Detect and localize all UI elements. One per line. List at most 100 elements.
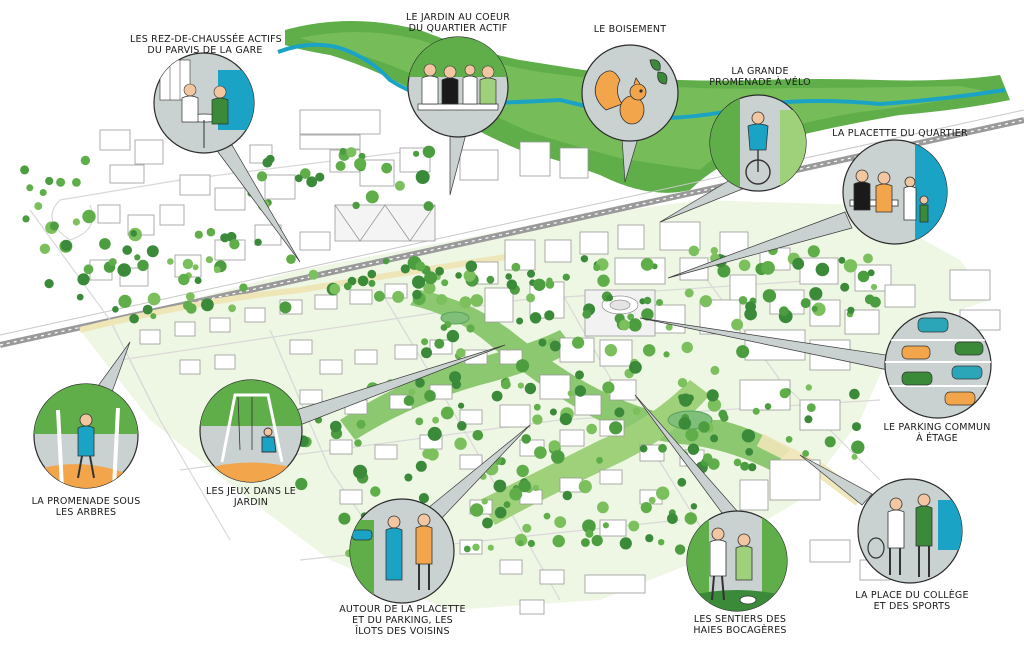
tree-mark	[392, 290, 405, 303]
tree-mark	[421, 338, 429, 346]
label-gare-line2: DU PARVIS DE LA GARE	[147, 45, 263, 56]
tree-mark	[517, 382, 525, 389]
tree-mark	[867, 269, 875, 277]
tree-mark	[182, 258, 194, 270]
callout-pointers	[97, 133, 889, 521]
tree-mark	[824, 436, 836, 448]
tree-mark	[423, 201, 434, 212]
tree-mark	[482, 517, 493, 529]
tree-mark	[863, 253, 873, 264]
tree-mark	[804, 415, 813, 424]
tree-mark	[545, 280, 555, 289]
tree-mark	[500, 379, 511, 390]
tree-mark	[516, 464, 529, 478]
tree-mark	[308, 269, 318, 279]
tree-mark	[684, 288, 694, 298]
tree-mark	[142, 304, 153, 315]
tree-mark	[206, 227, 216, 237]
tree-mark	[685, 428, 699, 442]
tree-mark	[415, 460, 427, 472]
tree-mark	[99, 238, 111, 250]
tree-mark	[330, 420, 342, 433]
tree-mark	[687, 443, 700, 455]
tree-mark	[551, 450, 565, 464]
tree-mark	[353, 464, 368, 479]
tree-mark	[415, 261, 426, 272]
tree-mark	[147, 292, 161, 306]
tree-mark	[604, 344, 618, 357]
tree-mark	[491, 390, 503, 402]
tree-mark	[108, 258, 117, 266]
label-ilots-line2: ET DU PARKING, LES	[352, 615, 453, 626]
tree-scatter	[20, 145, 881, 563]
label-arbres-line2: LES ARBRES	[55, 507, 117, 518]
tree-mark	[415, 170, 430, 184]
tree-mark	[486, 275, 495, 284]
tree-mark	[213, 266, 221, 274]
tree-mark	[137, 259, 149, 272]
tree-mark	[194, 230, 203, 239]
tree-mark	[167, 258, 174, 265]
car-icon	[885, 317, 991, 406]
tree-mark	[456, 348, 466, 358]
tree-mark	[446, 329, 460, 343]
tree-mark	[741, 429, 756, 443]
tree-mark	[354, 439, 362, 447]
tree-mark	[552, 534, 565, 548]
tree-mark	[286, 254, 296, 264]
tree-mark	[368, 279, 376, 287]
tree-mark	[34, 202, 43, 211]
tree-mark	[572, 336, 585, 349]
label-jeux-line2: JARDIN	[233, 497, 269, 508]
label-gare-line1: LES REZ-DE-CHAUSSÉE ACTIFS	[130, 34, 282, 45]
tree-mark	[840, 282, 850, 292]
tree-mark	[640, 502, 652, 514]
tree-mark	[254, 238, 262, 246]
tree-mark	[122, 245, 132, 255]
label-velo-line1: LA GRANDE	[731, 66, 789, 77]
tree-mark	[357, 275, 369, 287]
tree-mark	[374, 290, 385, 302]
tree-mark	[665, 323, 673, 331]
tree-mark	[609, 421, 623, 435]
label-jeux: LES JEUX DANS LE JARDIN	[196, 486, 306, 508]
tree-mark	[146, 245, 159, 258]
tree-mark	[698, 421, 710, 433]
tree-mark	[538, 338, 547, 347]
tree-mark	[562, 490, 572, 501]
tree-mark	[582, 309, 592, 319]
label-parking-line2: À ÉTAGE	[916, 433, 958, 444]
vignette-boisement	[581, 44, 679, 142]
tree-mark	[134, 254, 141, 261]
tree-mark	[56, 177, 66, 187]
tree-mark	[738, 296, 748, 305]
tree-mark	[82, 209, 96, 224]
tree-mark	[679, 393, 693, 407]
tree-mark	[338, 512, 351, 525]
tree-mark	[356, 419, 366, 429]
tree-mark	[72, 178, 81, 187]
tree-mark	[415, 378, 425, 388]
tree-mark	[185, 292, 195, 301]
tree-mark	[762, 289, 777, 303]
tree-mark	[745, 448, 754, 456]
tree-mark	[532, 484, 540, 492]
tree-mark	[852, 422, 861, 432]
tree-mark	[117, 263, 131, 277]
tree-mark	[585, 529, 594, 538]
label-jeux-line1: LES JEUX DANS LE	[206, 486, 296, 497]
tree-mark	[436, 294, 448, 306]
tree-mark	[639, 444, 648, 453]
label-college: LA PLACE DU COLLÈGE ET DES SPORTS	[852, 590, 972, 612]
tree-mark	[394, 180, 405, 191]
tree-mark	[544, 310, 555, 321]
tree-mark	[26, 184, 34, 192]
tree-mark	[628, 318, 642, 332]
tree-mark	[130, 230, 137, 237]
label-ilots-line1: AUTOUR DE LA PLACETTE	[339, 604, 466, 615]
tree-mark	[518, 479, 531, 493]
label-sentiers-line2: HAIES BOCAGÈRES	[693, 625, 787, 636]
tree-mark	[83, 264, 94, 275]
label-parking: LE PARKING COMMUN À ÉTAGE	[882, 422, 992, 444]
tree-mark	[463, 545, 471, 553]
